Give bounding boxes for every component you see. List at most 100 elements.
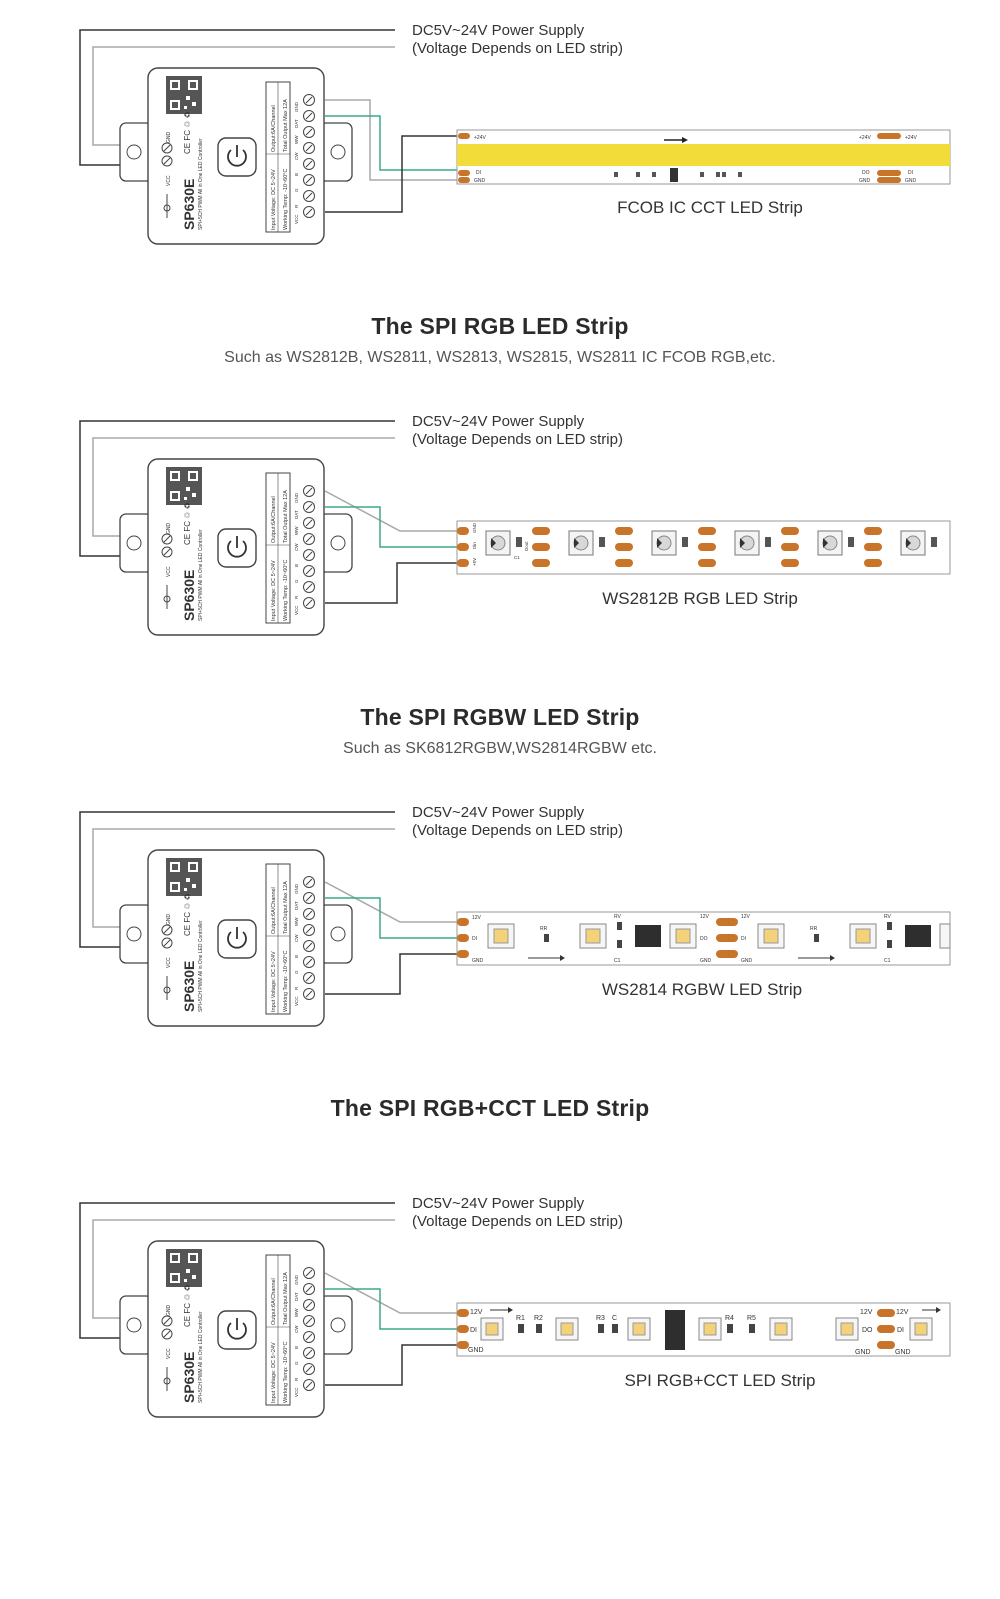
- spec-total: Total Output Max 12A: [283, 490, 289, 543]
- svg-text:WW: WW: [294, 526, 299, 535]
- strip-caption: WS2812B RGB LED Strip: [602, 589, 798, 608]
- supply-line-2: (Voltage Depends on LED strip): [412, 431, 623, 448]
- capacitor: [617, 940, 622, 948]
- section-heading: The SPI RGB LED Strip: [371, 313, 629, 339]
- controller-desc: SPI+5CH PWM All in One LED Controller: [198, 138, 204, 230]
- capacitor: [599, 537, 605, 547]
- supply-line-2: (Voltage Depends on LED strip): [412, 40, 623, 57]
- mount-hole: [330, 1317, 346, 1333]
- diagram-ws2814: DC5V~24V Power Supply (Voltage Depends o…: [79, 804, 951, 1027]
- spec-input: Input Voltage: DC 5~24V: [271, 169, 277, 230]
- svg-text:+24V: +24V: [474, 135, 486, 141]
- output-wires: [324, 881, 460, 995]
- arrow-icon: [922, 1307, 941, 1313]
- svg-text:R5: R5: [747, 1315, 756, 1322]
- strip-start-pads: [457, 527, 469, 567]
- resistor: [598, 1324, 604, 1333]
- spec-input: Input Voltage: DC 5~24V: [271, 1342, 277, 1403]
- svg-text:CW: CW: [294, 1325, 299, 1333]
- svg-text:RV: RV: [614, 914, 622, 920]
- controller: SP630E SPI+5CH PWM All in One LED Contro…: [119, 67, 353, 245]
- input-terminals: [161, 1315, 173, 1391]
- ic-chip: [665, 1310, 685, 1350]
- svg-text:CW: CW: [294, 543, 299, 551]
- cob-light-area: [457, 144, 950, 166]
- svg-text:12V: 12V: [700, 914, 710, 920]
- svg-text:12V: 12V: [472, 915, 482, 921]
- cert-marks: CE FC ♲ ♻: [183, 502, 192, 545]
- supply-line-1: DC5V~24V Power Supply: [412, 22, 585, 39]
- solder-pad: [458, 170, 470, 176]
- svg-text:GND: GND: [895, 1349, 911, 1356]
- rgbw-led: [757, 923, 785, 949]
- spec-output: Output:6A/Channel: [271, 887, 277, 934]
- label-vcc: VCC: [166, 957, 172, 968]
- svg-text:G: G: [294, 579, 299, 583]
- resistor: [749, 1324, 755, 1333]
- svg-text:B: B: [294, 1346, 299, 1349]
- svg-text:VCC: VCC: [294, 996, 299, 1006]
- led-strip-rgbcct: 12V DI GND R1 R2 R3 C R4 R5 12V DO G: [456, 1302, 951, 1357]
- cert-marks: CE FC ♲ ♻: [183, 111, 192, 154]
- solder-pad: [877, 177, 901, 183]
- mount-hole: [126, 144, 142, 160]
- svg-text:DI: DI: [908, 170, 913, 176]
- svg-text:RV: RV: [884, 914, 892, 920]
- spec-input: Input Voltage: DC 5~24V: [271, 560, 277, 621]
- section-heading: The SPI RGBW LED Strip: [360, 704, 640, 730]
- input-terminals: [161, 924, 173, 1000]
- capacitor: [887, 940, 892, 948]
- svg-text:WW: WW: [294, 135, 299, 144]
- rgb-led: [734, 530, 760, 556]
- svg-text:WW: WW: [294, 1308, 299, 1317]
- svg-text:VCC: VCC: [294, 214, 299, 224]
- output-terminals: GND DAT WW CW B G R VCC: [294, 485, 315, 615]
- svg-text:DAT: DAT: [294, 901, 299, 910]
- strip-caption: FCOB IC CCT LED Strip: [617, 198, 803, 217]
- cut-pads: [698, 527, 716, 567]
- spec-temp: Working Temp: -10~60°C: [283, 951, 289, 1012]
- svg-text:DI: DI: [470, 1327, 477, 1334]
- svg-text:DO: DO: [862, 1327, 873, 1334]
- power-icon: [227, 536, 247, 558]
- arrow-icon: [664, 137, 688, 143]
- output-wires: [325, 99, 460, 213]
- svg-text:+5V: +5V: [472, 558, 477, 566]
- svg-text:GND: GND: [472, 522, 477, 533]
- svg-text:GND: GND: [855, 1349, 871, 1356]
- mount-hole: [330, 144, 346, 160]
- supply-line-2: (Voltage Depends on LED strip): [412, 1213, 623, 1230]
- svg-text:RR: RR: [540, 926, 548, 932]
- ic-chip: [635, 925, 661, 947]
- output-terminals: GND DAT WW CW B G R VCC: [294, 94, 315, 224]
- section-subtitle: Such as WS2812B, WS2811, WS2813, WS2815,…: [224, 349, 776, 366]
- strip-start-pads: [457, 918, 469, 958]
- diagram-fcob: DC5V~24V Power Supply (Voltage Depends o…: [79, 22, 951, 245]
- controller-model: SP630E: [181, 570, 197, 621]
- svg-text:GND: GND: [741, 958, 753, 964]
- svg-text:GND: GND: [294, 101, 299, 112]
- rgb-led: [485, 530, 511, 556]
- spec-total: Total Output Max 12A: [283, 881, 289, 934]
- cut-pads: [615, 527, 633, 567]
- capacitor: [931, 537, 937, 547]
- solder-pad: [458, 133, 470, 139]
- cut-pads: [781, 527, 799, 567]
- cert-marks: CE FC ♲ ♻: [183, 1284, 192, 1327]
- label-vcc: VCC: [166, 1348, 172, 1359]
- spec-output: Output:6A/Channel: [271, 496, 277, 543]
- resistor: [536, 1324, 542, 1333]
- rgbcct-led: [909, 1317, 933, 1341]
- solder-pad: [877, 170, 901, 176]
- svg-text:DI: DI: [897, 1327, 904, 1334]
- svg-text:R: R: [294, 595, 299, 599]
- svg-text:GND: GND: [468, 1347, 484, 1354]
- label-vcc: VCC: [166, 175, 172, 186]
- supply-line-1: DC5V~24V Power Supply: [412, 804, 585, 821]
- capacitor: [612, 1324, 618, 1333]
- output-wires: [324, 490, 460, 604]
- svg-text:R3: R3: [596, 1315, 605, 1322]
- spec-input: Input Voltage: DC 5~24V: [271, 951, 277, 1012]
- svg-text:RR: RR: [810, 926, 818, 932]
- rgb-led: [817, 530, 843, 556]
